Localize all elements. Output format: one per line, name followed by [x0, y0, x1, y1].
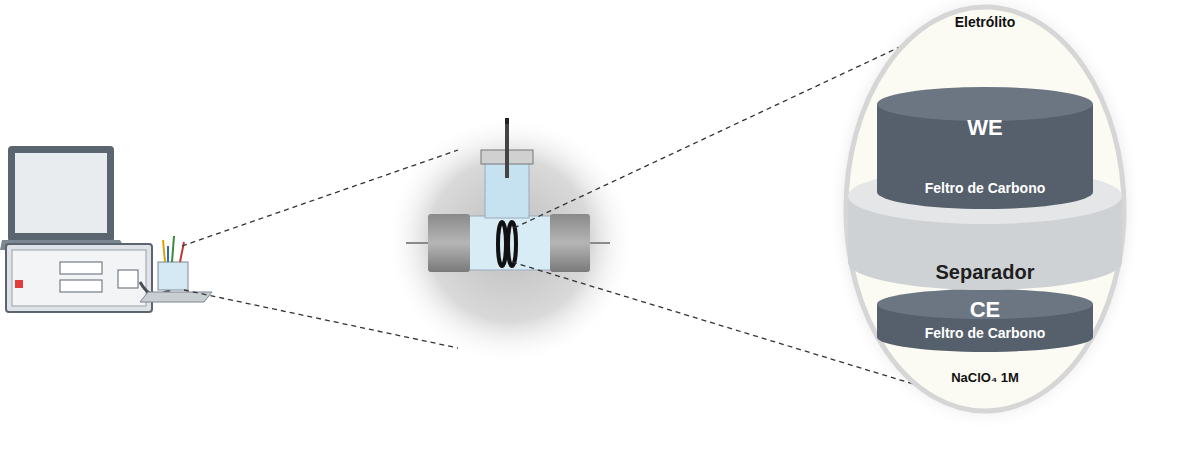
salt-label: NaClO₄ 1M: [843, 371, 1127, 386]
laptop: [0, 146, 126, 250]
separator-label: Separador: [848, 261, 1122, 284]
mini-cell: [140, 236, 212, 302]
electrolyte-label: Eletrólito: [843, 14, 1127, 30]
zoom-lines: [182, 30, 936, 386]
electrode-material: Feltro de Carbono: [877, 325, 1093, 341]
disk-top: [848, 168, 1122, 224]
electrode-title: CE: [877, 297, 1093, 322]
zoom-circle: [385, 115, 635, 365]
counter-electrode-disk: CE Feltro de Carbono: [877, 289, 1093, 352]
zoom-halo: [829, 0, 1141, 431]
working-electrode-disk: WE Feltro de Carbono: [877, 87, 1093, 209]
potentiostat: [6, 244, 152, 312]
electrolyte-ellipse: EletrólitoNaClO₄ 1MWEFeltro de CarbonoSe…: [843, 4, 1127, 414]
electrode-material: Feltro de Carbono: [877, 180, 1093, 196]
cell: [406, 118, 610, 272]
electrode-title: WE: [877, 115, 1093, 140]
ellipse-outline: [846, 7, 1124, 411]
disk-side: [877, 104, 1093, 209]
